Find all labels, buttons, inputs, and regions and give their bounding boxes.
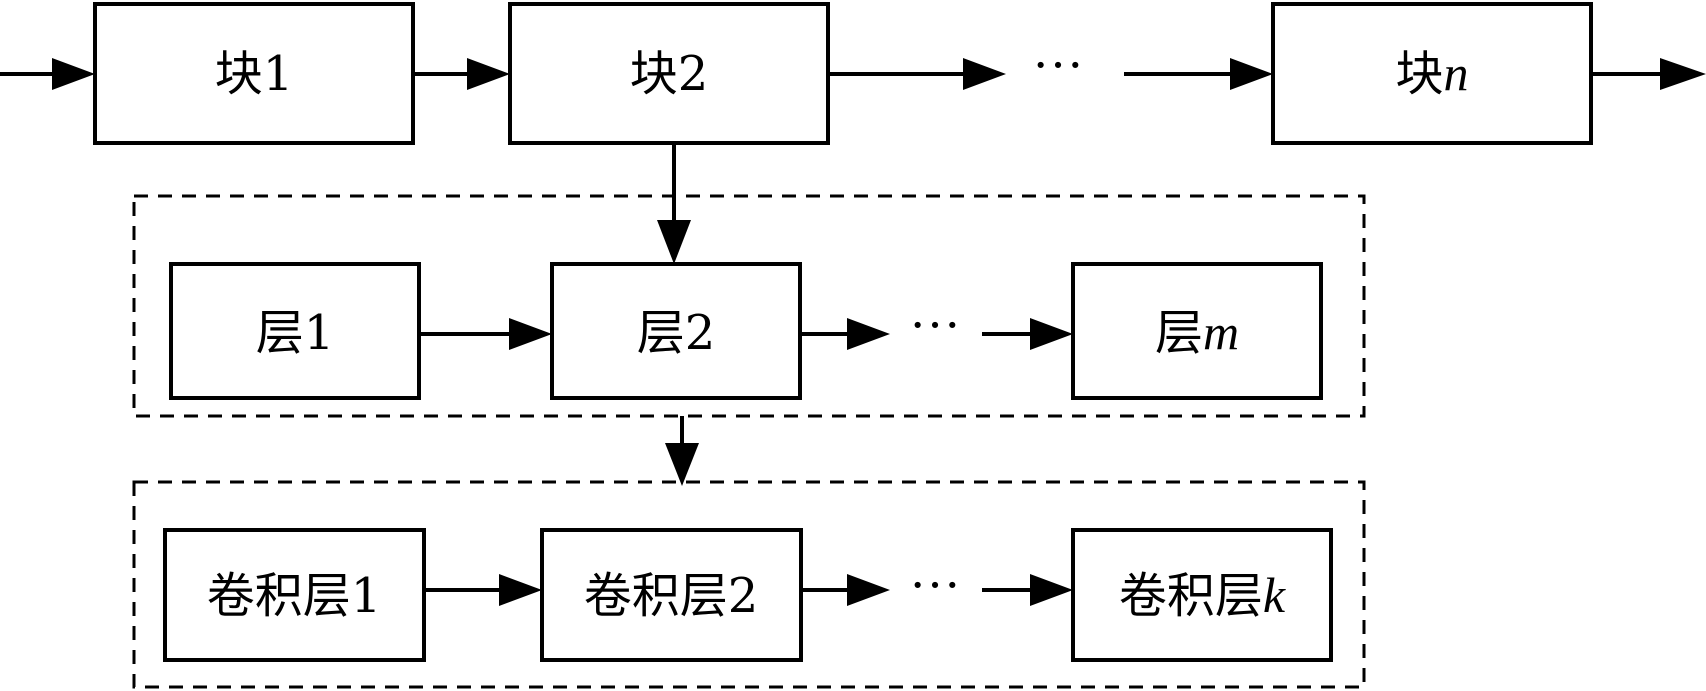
layers-group-frame bbox=[132, 194, 1366, 418]
block-2-label: 块2 bbox=[630, 46, 709, 102]
layer-2-label: 层2 bbox=[637, 305, 716, 361]
layer-2-box bbox=[550, 262, 802, 400]
arrow-conv1-to-conv2 bbox=[424, 574, 542, 606]
arrow-block2-to-ellipsis bbox=[828, 58, 1006, 90]
arrow-block2-to-layers bbox=[657, 143, 691, 264]
conv-layer-k-box bbox=[1071, 528, 1333, 662]
conv-layer-1-label: 卷积层1 bbox=[207, 568, 382, 624]
arrow-layer1-to-layer2 bbox=[419, 318, 552, 350]
conv-layers-group-frame bbox=[132, 480, 1366, 689]
conv-layer-2-box bbox=[540, 528, 803, 662]
arrow-layers-to-conv bbox=[665, 416, 699, 486]
block-2-box bbox=[508, 2, 830, 145]
layer-m-box bbox=[1071, 262, 1323, 400]
arrow-ellipsis-to-convk bbox=[982, 574, 1073, 606]
arrow-block1-to-block2 bbox=[413, 58, 510, 90]
output-arrow bbox=[1591, 58, 1706, 90]
conv-ellipsis: ··· bbox=[909, 557, 961, 614]
conv-layer-k-label: 卷积层k bbox=[1119, 567, 1286, 624]
arrow-layer2-to-ellipsis bbox=[800, 318, 890, 350]
blocks-ellipsis: ··· bbox=[1032, 37, 1084, 94]
layer-1-box bbox=[169, 262, 421, 400]
layer-1-label: 层1 bbox=[256, 305, 335, 361]
arrow-ellipsis-to-layerm bbox=[982, 318, 1073, 350]
input-arrow bbox=[0, 58, 95, 90]
conv-layer-2-label: 卷积层2 bbox=[584, 568, 759, 624]
block-n-label: 块n bbox=[1395, 45, 1468, 102]
layer-m-label: 层m bbox=[1155, 304, 1239, 361]
layers-ellipsis: ··· bbox=[909, 297, 961, 354]
arrow-conv2-to-ellipsis bbox=[801, 574, 890, 606]
conv-layer-1-box bbox=[163, 528, 426, 662]
block-1-label: 块1 bbox=[215, 46, 294, 102]
arrow-ellipsis-to-blockn bbox=[1124, 58, 1273, 90]
